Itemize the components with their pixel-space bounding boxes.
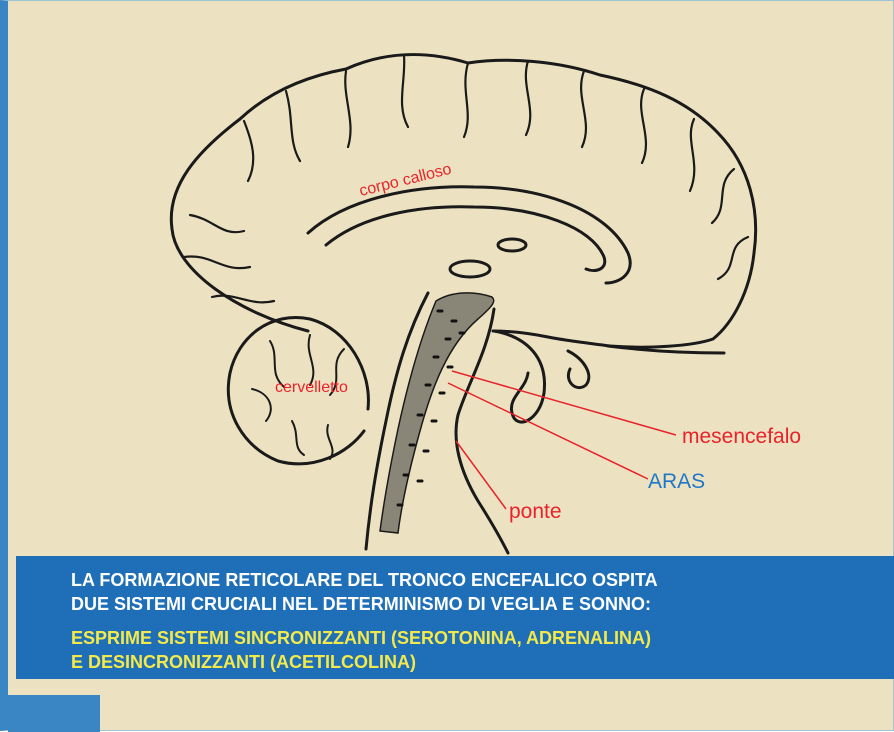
caption-box: LA FORMAZIONE RETICOLARE DEL TRONCO ENCE… <box>16 556 894 679</box>
caption-line-4: E DESINCRONIZZANTI (ACETILCOLINA) <box>71 650 894 674</box>
brain-sagittal-drawing <box>8 1 894 556</box>
leader-mesencefalo <box>452 371 676 435</box>
pituitary <box>568 351 589 388</box>
brainstem-outline-right <box>456 309 508 553</box>
interthalamic-adhesion <box>450 261 490 277</box>
thalamic-oval <box>498 239 526 251</box>
label-aras: ARAS <box>648 470 705 494</box>
label-cervelletto: cervelletto <box>275 379 348 397</box>
caption-line-2: DUE SISTEMI CRUCIALI NEL DETERMINISMO DI… <box>71 592 894 616</box>
gyri-lines <box>184 55 748 302</box>
leader-aras <box>448 383 648 479</box>
caption-line-3: ESPRIME SISTEMI SINCRONIZZANTI (SEROTONI… <box>71 626 894 650</box>
corner-tab-decoration <box>8 695 100 732</box>
cerebellum-folia <box>252 335 344 459</box>
caption-line-1: LA FORMAZIONE RETICOLARE DEL TRONCO ENCE… <box>71 568 894 592</box>
label-ponte: ponte <box>509 500 562 524</box>
corpus-callosum-outer <box>308 187 630 283</box>
label-mesencefalo: mesencefalo <box>682 425 801 449</box>
